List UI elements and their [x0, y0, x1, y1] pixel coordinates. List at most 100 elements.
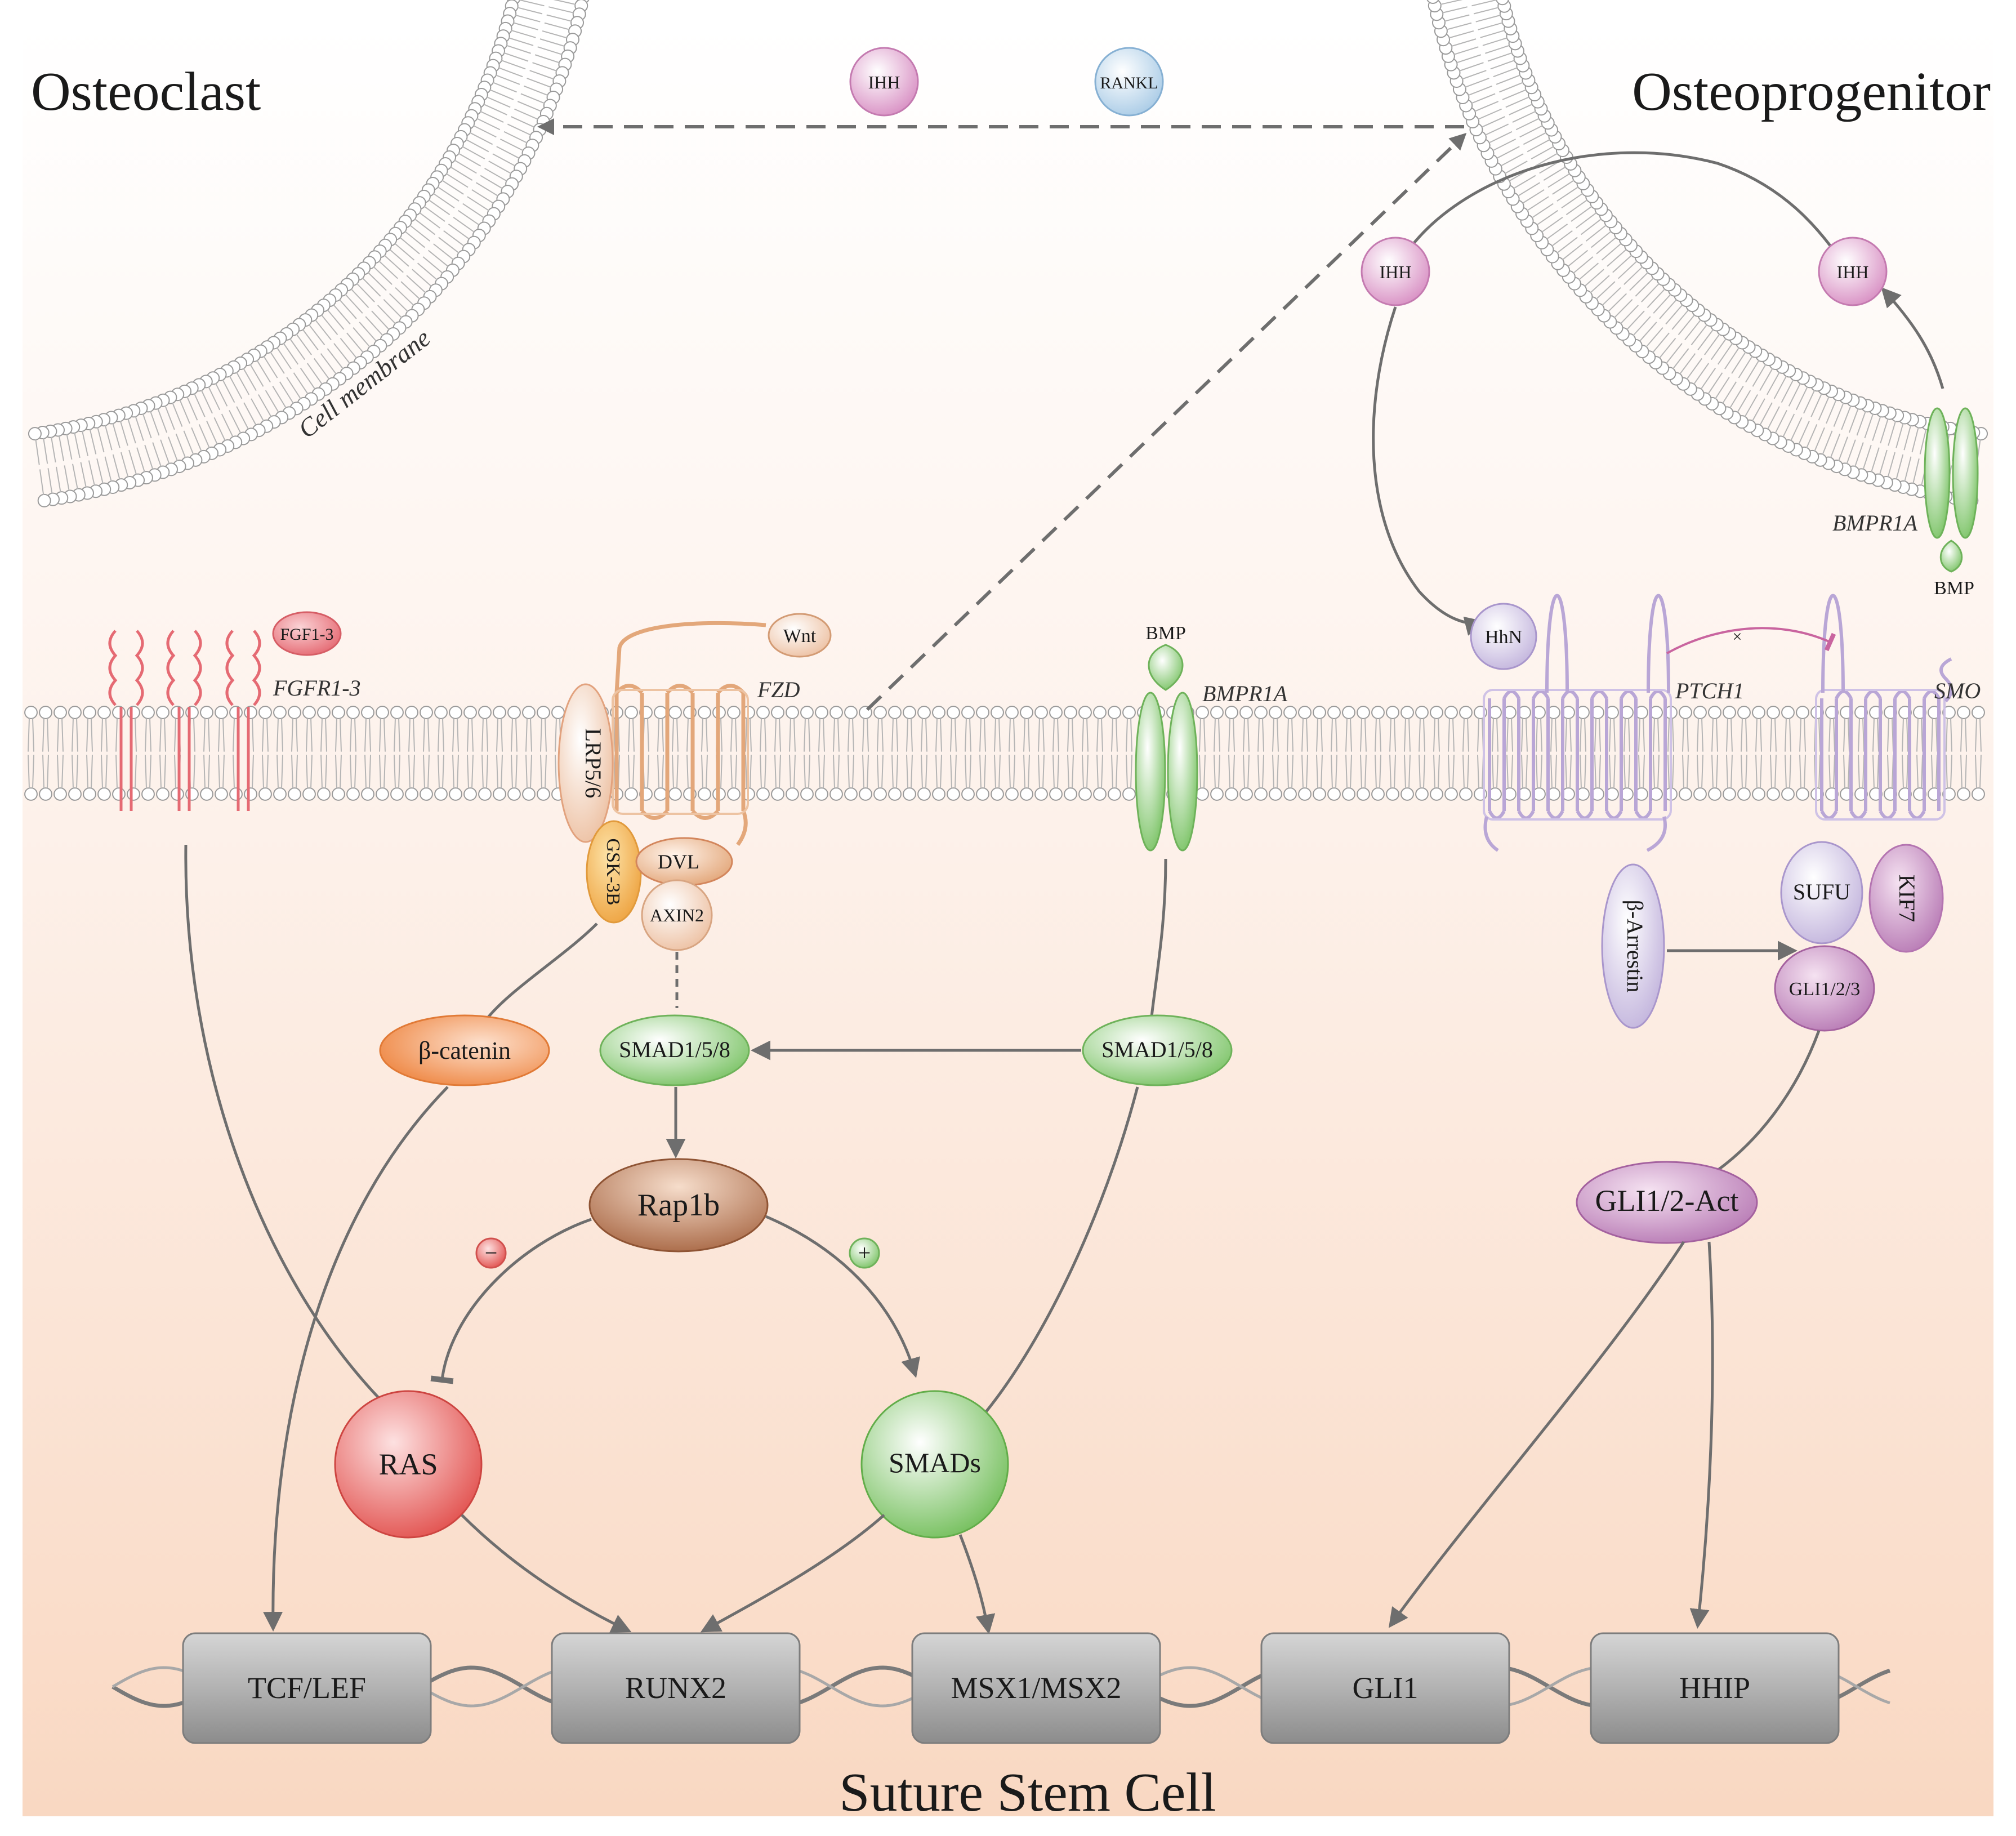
rap1b-activates-smads: [765, 1215, 920, 1378]
smad158-left-node: SMAD1/5/8: [599, 1014, 750, 1086]
svg-text:KIF7: KIF7: [1894, 875, 1920, 922]
axin2-node: AXIN2: [641, 879, 713, 951]
svg-text:+: +: [858, 1240, 871, 1265]
gene-label: GLI1: [1353, 1671, 1419, 1705]
svg-text:SMAD1/5/8: SMAD1/5/8: [619, 1037, 730, 1062]
gli12act-node: GLI1/2-Act: [1576, 1161, 1758, 1244]
sufu-node: SUFU: [1780, 841, 1863, 944]
gene-label: RUNX2: [625, 1671, 726, 1705]
bmpr1a-upper-receptor: BMPR1A BMP: [1832, 407, 1979, 599]
ras-to-runx2: [461, 1514, 632, 1633]
svg-text:RANKL: RANKL: [1100, 74, 1158, 92]
beta-catenin-to-tcflef: [263, 1086, 449, 1632]
smo-label: SMO: [1934, 678, 1981, 703]
dashed-arrow-to-osteoprogenitor: [866, 132, 1467, 711]
svg-text:GLI1/2/3: GLI1/2/3: [1789, 979, 1861, 1000]
minus-sign: −: [475, 1237, 507, 1269]
svg-text:AXIN2: AXIN2: [650, 905, 704, 925]
smo-receptor: [1815, 594, 1953, 821]
svg-text:IHH: IHH: [868, 72, 900, 92]
ihh-ligand-top: IHH: [849, 47, 919, 117]
svg-text:β-Arrestin: β-Arrestin: [1622, 900, 1648, 993]
gene-label: HHIP: [1679, 1671, 1750, 1705]
gsk3b-to-beta-catenin: [483, 923, 598, 1023]
svg-text:Rap1b: Rap1b: [637, 1188, 720, 1223]
svg-text:LRP5/6: LRP5/6: [581, 728, 606, 798]
svg-text:Wnt: Wnt: [783, 626, 817, 647]
fgfr-label: FGFR1-3: [273, 675, 361, 701]
fgfr-receptors: [108, 630, 261, 811]
gli12act-to-gli1: [1388, 1241, 1685, 1628]
svg-text:β-catenin: β-catenin: [418, 1037, 511, 1064]
smad158-right-node: SMAD1/5/8: [1082, 1014, 1233, 1086]
gene-box-msx1-msx2: MSX1/MSX2: [911, 1632, 1161, 1744]
bmp-upper-label: BMP: [1934, 578, 1974, 599]
svg-text:SUFU: SUFU: [1793, 879, 1850, 904]
gene-box-runx2: RUNX2: [551, 1632, 801, 1744]
smads-to-runx2: [700, 1514, 885, 1633]
ihh-ligand-right: [1818, 237, 1888, 306]
gene-label: MSX1/MSX2: [951, 1671, 1121, 1705]
rap1b-node: Rap1b: [588, 1158, 769, 1253]
ihh-ligand-right-label: IHH: [1837, 262, 1869, 282]
fgf-ligand: FGF1-3: [272, 611, 342, 656]
bmpr1a-main-receptor: [1135, 644, 1198, 852]
osteoclast-title: Osteoclast: [31, 61, 261, 122]
bmpr1a-main-label: BMPR1A: [1202, 681, 1288, 706]
osteoprogenitor-ihh-loop: IHH IHH: [1361, 151, 1944, 636]
gene-box-hhip: HHIP: [1590, 1632, 1840, 1744]
gli123-node: GLI1/2/3: [1774, 945, 1875, 1032]
plus-sign: +: [849, 1237, 880, 1269]
gene-boxes: TCF/LEF RUNX2 MSX1/MSX2 GLI1 HHIP: [182, 1632, 1840, 1744]
smad158-to-smads: [979, 1086, 1139, 1420]
lrp-coreceptor: LRP5/6: [557, 683, 614, 843]
beta-arrestin-node: β-Arrestin: [1601, 863, 1665, 1029]
gene-box-gli1: GLI1: [1260, 1632, 1510, 1744]
bmpr1a-to-smad: [1150, 858, 1167, 1017]
bmp-main-label: BMP: [1145, 623, 1186, 644]
ihh-ligand-left: [1361, 237, 1430, 306]
ptch1-inhibits-smo: [1666, 627, 1836, 654]
ras-node: RAS: [334, 1390, 483, 1539]
fgfr-receptor-1: [108, 630, 144, 811]
svg-text:−: −: [485, 1240, 498, 1265]
rankl-ligand: RANKL: [1094, 47, 1164, 117]
ptch1-receptor: [1483, 594, 1672, 852]
suture-stem-cell-title: Suture Stem Cell: [839, 1762, 1216, 1823]
intercellular-arrows: [537, 118, 1467, 711]
fgfr-receptor-2: [166, 630, 202, 811]
svg-text:GLI1/2-Act: GLI1/2-Act: [1595, 1184, 1739, 1218]
gsk3b-node: GSK-3B: [586, 820, 642, 924]
smads-node: SMADs: [860, 1390, 1009, 1539]
svg-text:DVL: DVL: [658, 850, 699, 873]
gli12act-to-hhip: [1689, 1241, 1714, 1629]
cell-background: [23, 23, 1993, 1816]
svg-text:HhN: HhN: [1485, 627, 1522, 648]
dvl-node: DVL: [635, 837, 733, 886]
hhn-ligand: HhN: [1470, 603, 1537, 670]
kif7-node: KIF7: [1868, 844, 1944, 953]
gli123-to-gli12act: [1711, 1030, 1821, 1176]
fzd-label: FZD: [757, 677, 800, 702]
svg-text:RAS: RAS: [378, 1447, 438, 1481]
rap1b-inhibits-ras: [430, 1218, 592, 1384]
fzd-receptor: [612, 621, 766, 846]
cell-membranes: [24, 0, 1988, 801]
beta-catenin-node: β-catenin: [379, 1014, 550, 1086]
smads-to-msx: [958, 1534, 996, 1634]
fgfr-to-ras: [184, 844, 390, 1409]
ptch1-label: PTCH1: [1675, 678, 1744, 703]
gene-box-tcf-lef: TCF/LEF: [182, 1632, 432, 1744]
wnt-ligand: Wnt: [768, 613, 832, 658]
gene-label: TCF/LEF: [248, 1671, 366, 1705]
svg-text:SMADs: SMADs: [889, 1447, 981, 1478]
ihh-ligand-left-label: IHH: [1380, 262, 1412, 282]
fgfr-receptor-3: [225, 630, 261, 811]
osteoprogenitor-title: Osteoprogenitor: [1632, 61, 1991, 122]
ptch1-inhibit-cross: ×: [1733, 627, 1742, 646]
svg-text:GSK-3B: GSK-3B: [603, 838, 623, 905]
bmpr1a-upper-label: BMPR1A: [1832, 510, 1918, 536]
svg-text:FGF1-3: FGF1-3: [280, 625, 333, 644]
svg-text:SMAD1/5/8: SMAD1/5/8: [1101, 1037, 1213, 1062]
